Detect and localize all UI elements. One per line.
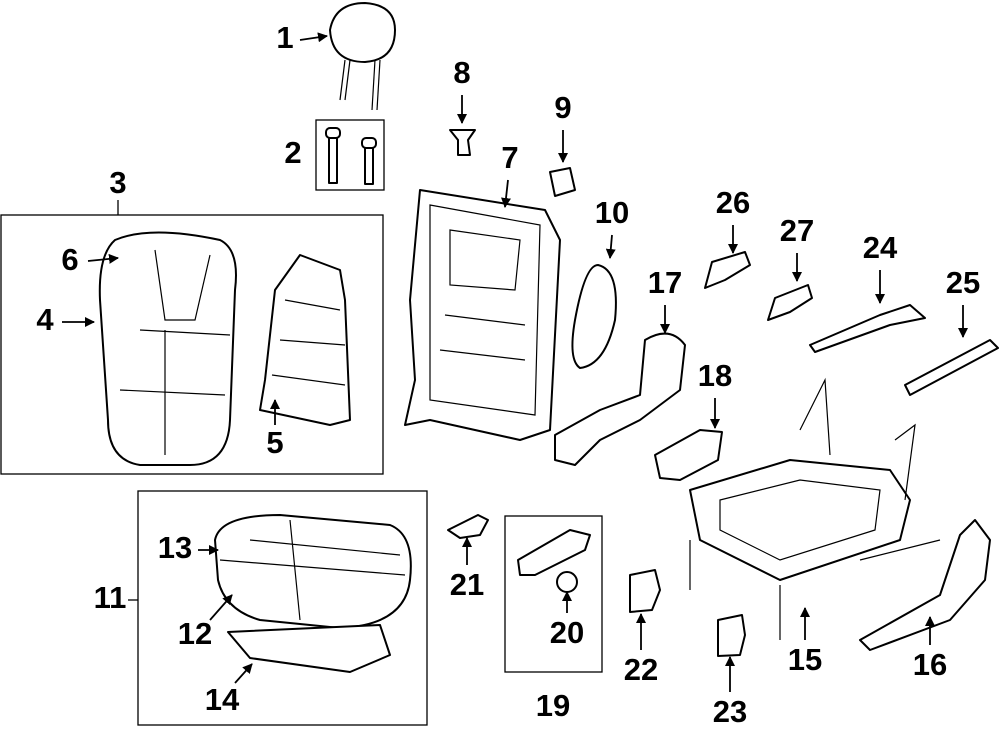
switch-box xyxy=(504,515,603,673)
callout-4: 4 xyxy=(36,302,54,337)
callout-13: 13 xyxy=(158,530,192,565)
callout-21: 21 xyxy=(450,567,484,602)
callout-6: 6 xyxy=(61,242,78,277)
knob-20 xyxy=(556,571,578,593)
headrest xyxy=(329,2,396,111)
callout-22: 22 xyxy=(624,652,658,687)
callout-20: 20 xyxy=(550,615,584,650)
switch-19 xyxy=(517,529,591,576)
knob xyxy=(549,167,576,197)
cap-23 xyxy=(717,614,746,657)
callout-10: 10 xyxy=(595,195,629,230)
callout-25: 25 xyxy=(946,265,980,300)
callout-24: 24 xyxy=(863,230,898,265)
callout-17: 17 xyxy=(648,265,682,300)
seatback-pad xyxy=(259,254,351,426)
callout-3: 3 xyxy=(109,165,126,200)
side-shield xyxy=(554,332,686,466)
seat-cushion xyxy=(214,514,412,629)
callout-1: 1 xyxy=(276,20,293,55)
callout-12: 12 xyxy=(178,616,212,651)
cushion-pan xyxy=(227,624,391,673)
bracket-27 xyxy=(767,284,813,321)
trim-ring xyxy=(571,264,617,369)
guide-box xyxy=(315,119,385,191)
trim-21 xyxy=(447,514,489,539)
headrest-guides xyxy=(325,127,377,185)
seatback-assembly-box xyxy=(0,214,384,475)
callout-16: 16 xyxy=(913,647,947,682)
callout-2: 2 xyxy=(284,135,301,170)
cushion-assembly-box xyxy=(137,490,428,726)
callout-27: 27 xyxy=(780,213,814,248)
callout-7: 7 xyxy=(501,140,518,175)
bracket-26 xyxy=(704,251,751,289)
leader-arrows xyxy=(62,32,968,692)
cable-25 xyxy=(904,339,999,396)
callout-26: 26 xyxy=(716,185,750,220)
seatback-frame xyxy=(404,189,561,441)
callout-11: 11 xyxy=(94,580,127,615)
clip xyxy=(449,129,476,156)
callout-18: 18 xyxy=(698,358,732,393)
seat-track-frame xyxy=(689,377,941,640)
seatback-cover xyxy=(98,231,237,466)
recliner-16 xyxy=(859,519,991,651)
callout-8: 8 xyxy=(453,55,470,90)
callout-5: 5 xyxy=(266,425,283,460)
cap-22 xyxy=(629,569,661,613)
callout-15: 15 xyxy=(788,642,822,677)
callout-23: 23 xyxy=(713,694,747,729)
callout-19: 19 xyxy=(536,688,570,723)
callout-14: 14 xyxy=(205,682,240,717)
cable-24 xyxy=(809,304,926,353)
recliner-cover xyxy=(654,429,723,481)
callout-9: 9 xyxy=(554,90,571,125)
